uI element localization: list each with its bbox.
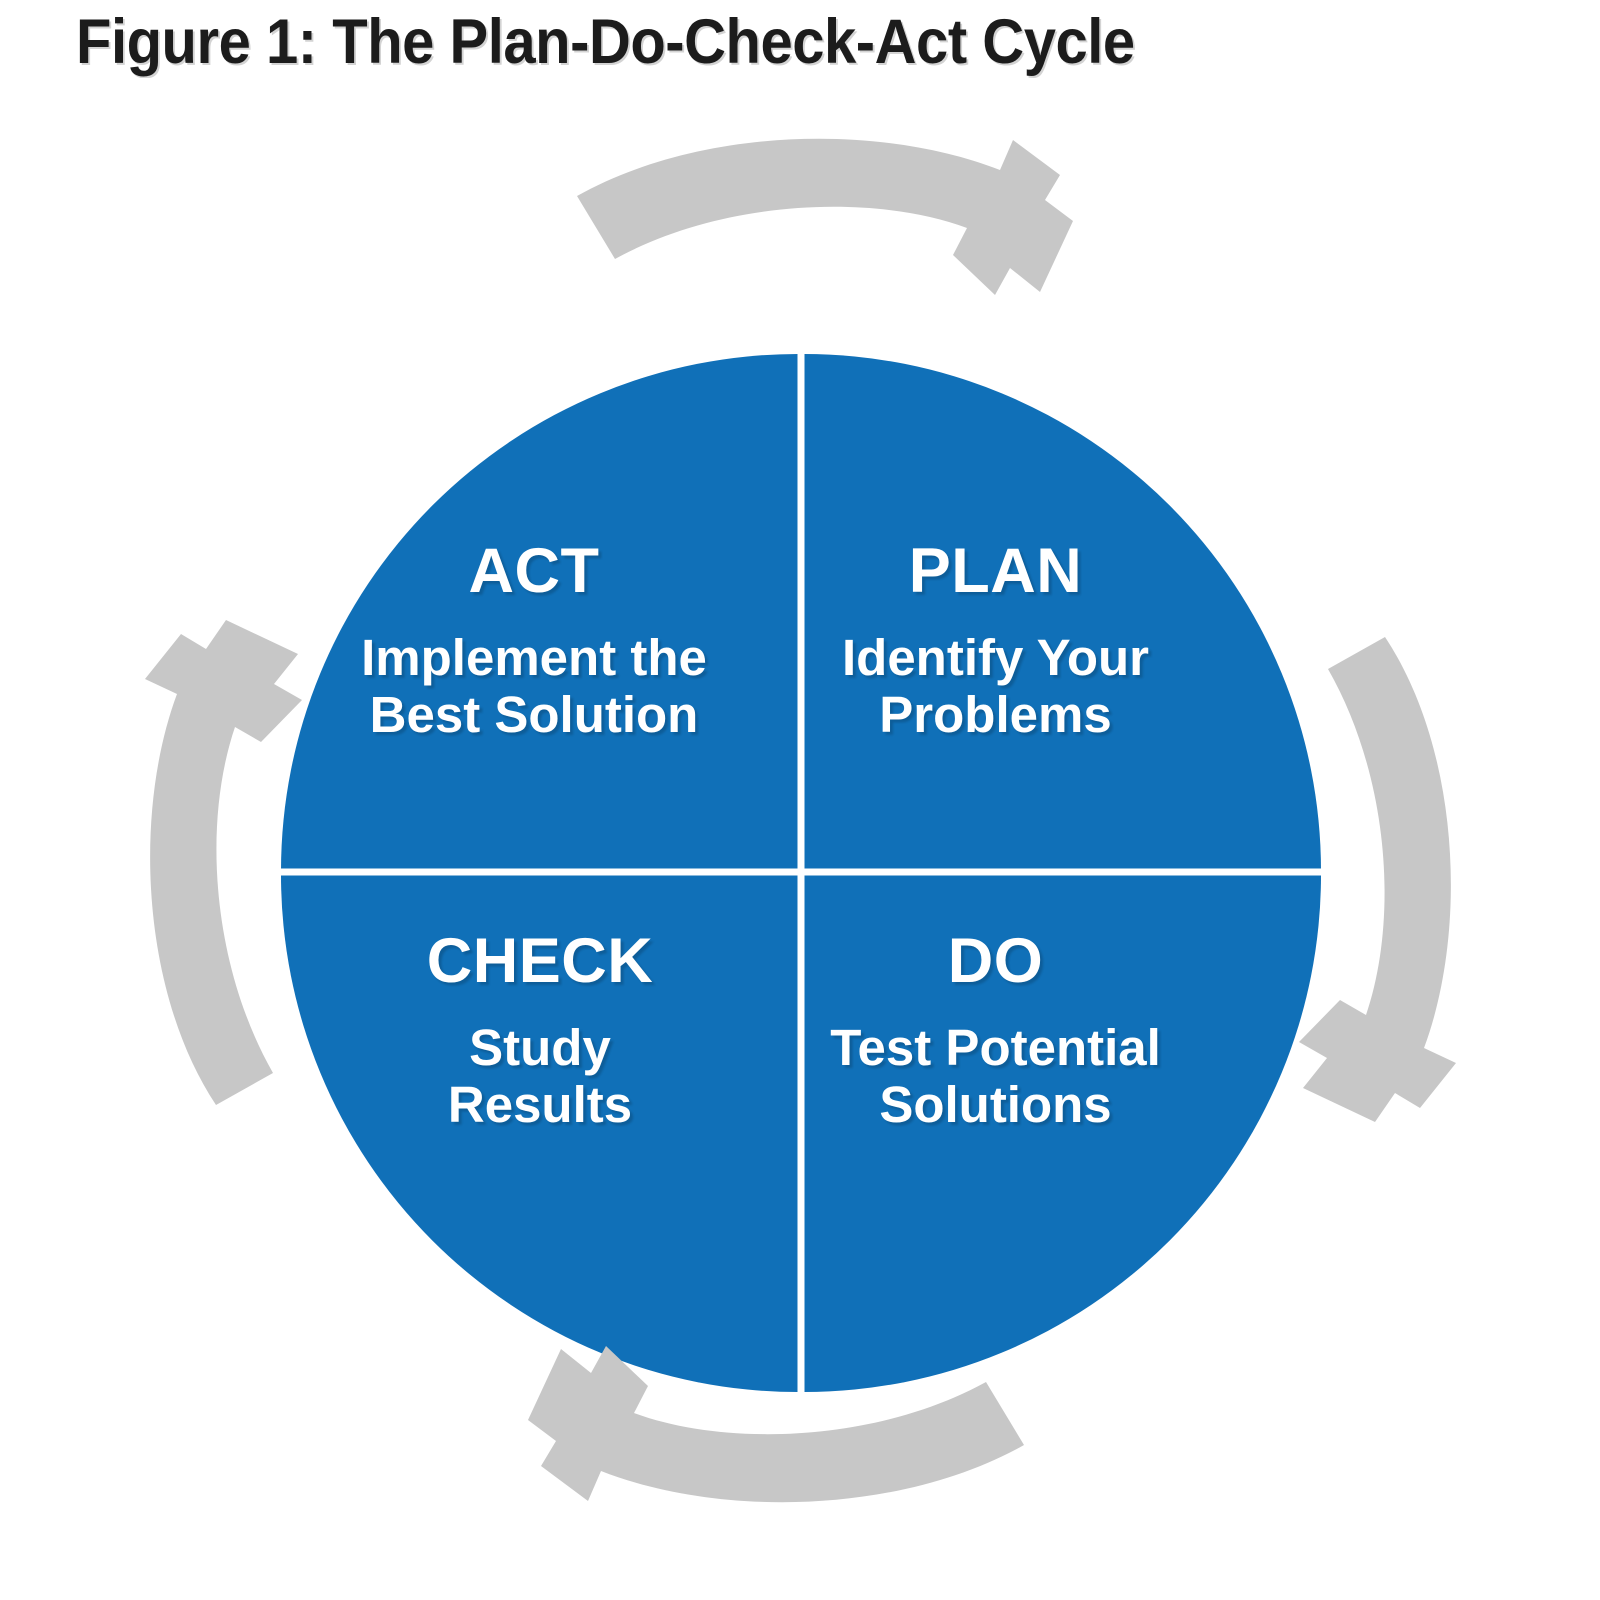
bottom-arrow-left-icon bbox=[528, 1346, 1024, 1503]
top-arrow-right-icon bbox=[577, 138, 1073, 295]
quadrant-dividers bbox=[275, 346, 1327, 1398]
quadrant-shape-plan bbox=[804, 354, 1321, 871]
quadrant-subtitle-plan: Identify Your Problems bbox=[842, 629, 1149, 744]
cycle-arrows bbox=[145, 138, 1456, 1503]
right-arrow-down-icon bbox=[1299, 637, 1456, 1122]
quadrant-shape-do bbox=[804, 875, 1321, 1392]
quadrant-heading-do: DO bbox=[947, 926, 1044, 996]
quadrant-label-do: DO Test Potential Solutions bbox=[818, 926, 1173, 1134]
page-title: Figure 1: The Plan-Do-Check-Act Cycle bbox=[76, 7, 1135, 77]
quadrant-heading-act: ACT bbox=[468, 536, 600, 606]
circle-quadrants bbox=[281, 354, 1321, 1392]
quadrant-subtitle-act: Implement the Best Solution bbox=[361, 629, 707, 744]
left-arrow-up-icon bbox=[145, 620, 302, 1105]
quadrant-heading-check: CHECK bbox=[426, 926, 654, 996]
quadrant-subtitle-check: Study Results bbox=[447, 1019, 633, 1134]
quadrant-label-check: CHECK Study Results bbox=[300, 926, 780, 1134]
quadrant-label-plan: PLAN Identify Your Problems bbox=[818, 536, 1173, 744]
quadrant-shape-check bbox=[281, 875, 798, 1392]
quadrant-heading-plan: PLAN bbox=[908, 536, 1083, 606]
quadrant-label-act: ACT Implement the Best Solution bbox=[284, 536, 784, 744]
quadrant-shape-act bbox=[281, 354, 798, 871]
quadrant-subtitle-do: Test Potential Solutions bbox=[830, 1019, 1161, 1134]
